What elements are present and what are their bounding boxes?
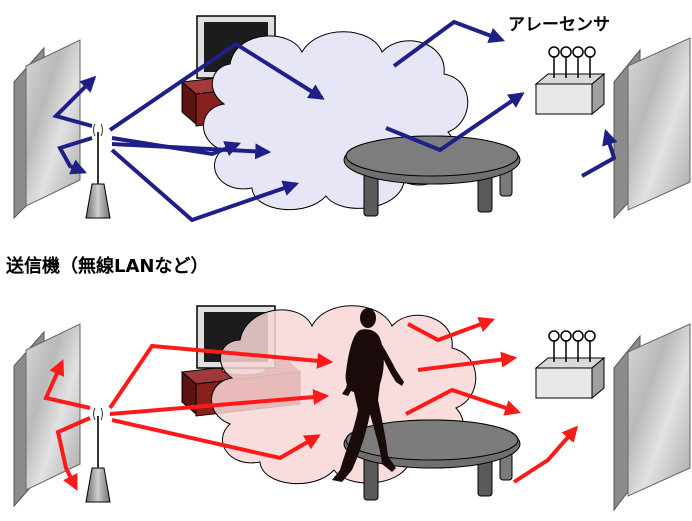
empty-room-scene: アレーセンサ [13,15,691,223]
person-present-scene [13,305,691,512]
transmitter-label: 送信機（無線LANなど） [5,255,208,277]
left-wall [13,39,81,220]
transmitter-access-point-bottom [85,407,111,503]
array-sensor-receiver [534,46,606,116]
array-sensor-label: アレーセンサ [508,15,610,35]
walking-person [332,308,404,482]
array-sensor-receiver-bottom [534,330,606,400]
transmitter-access-point [85,123,111,219]
right-wall-bottom [613,323,691,512]
table [343,135,521,217]
table-bottom [343,419,521,501]
right-wall [613,37,691,220]
person-present-signal-paths [43,316,579,491]
left-wall-bottom [13,323,81,508]
empty-room-signal-paths [52,19,618,223]
